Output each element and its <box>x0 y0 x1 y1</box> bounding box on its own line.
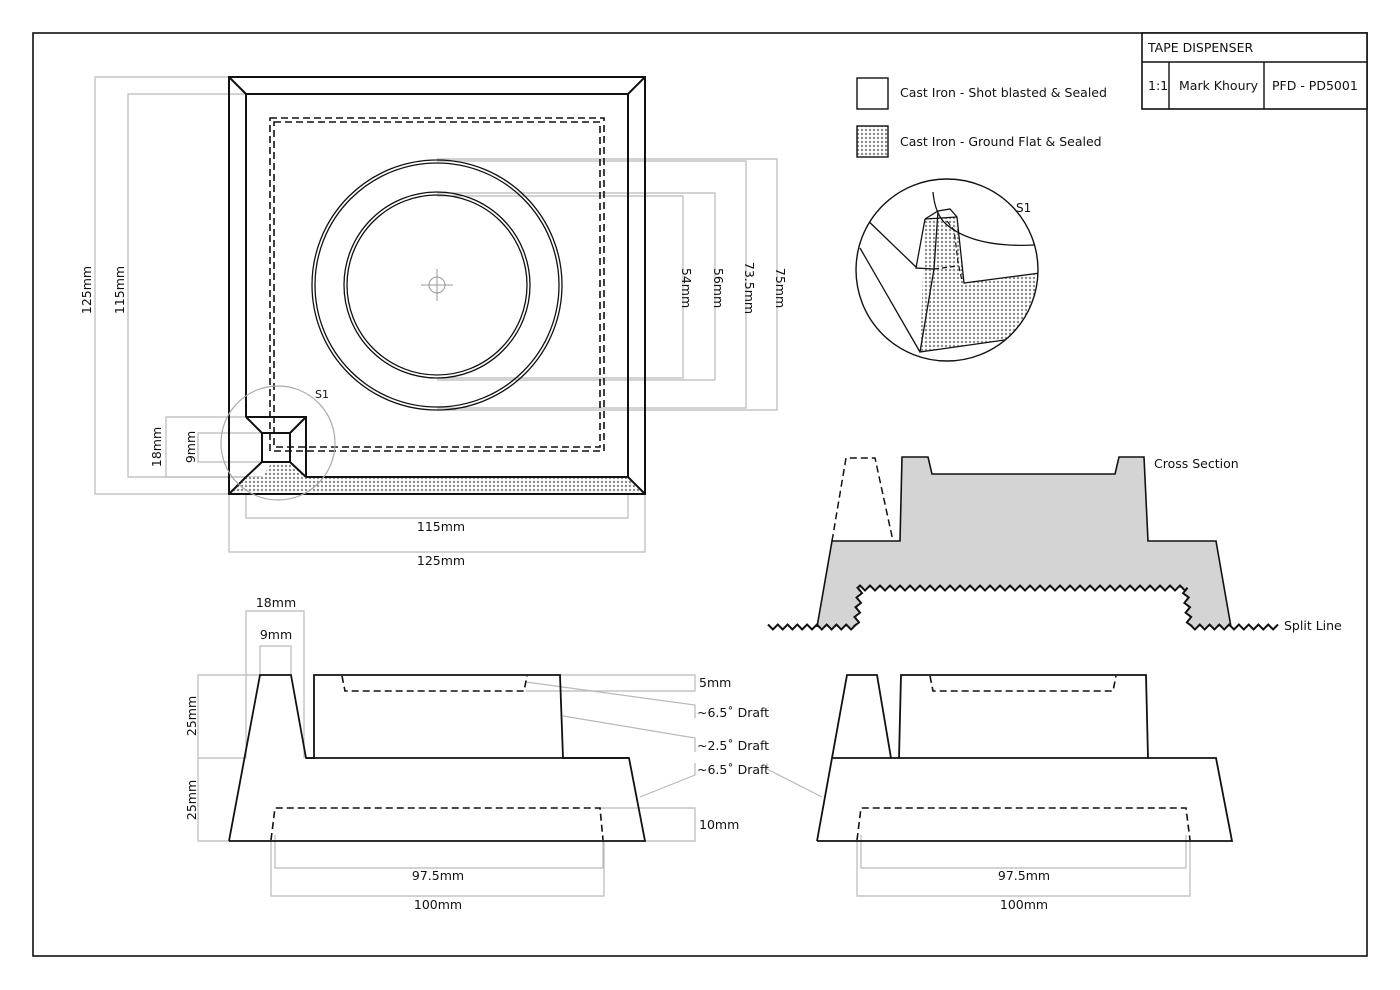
legend-swatch-dotted <box>856 125 889 158</box>
underside-recess-inner <box>273 121 601 448</box>
dim-75mm: 75mm <box>773 268 788 308</box>
detail-callout-circle <box>220 385 336 501</box>
side-dim-slot-outer: 18mm <box>256 595 296 610</box>
side-view-bottom-recess <box>270 807 604 841</box>
sheet-border <box>32 32 1368 957</box>
dim-73-5mm: 73.5mm <box>742 262 757 314</box>
cross-section-title: Cross Section <box>1154 456 1239 471</box>
dim-56mm: 56mm <box>711 268 726 308</box>
dim-slot-outer: 18mm <box>149 427 164 467</box>
underside-recess-outer <box>269 117 605 452</box>
front-dim-inner-length: 97.5mm <box>998 868 1050 883</box>
side-view-dimension-lines <box>197 610 823 897</box>
split-line-label: Split Line <box>1284 618 1342 633</box>
tape-slot <box>245 416 307 478</box>
legend-label-shot-blasted: Cast Iron - Shot blasted & Sealed <box>900 85 1107 100</box>
drawing-title: TAPE DISPENSER <box>1147 40 1253 55</box>
top-view: S1 125mm 115mm 18mm 9mm 115mm 125mm 54mm… <box>79 76 788 568</box>
side-dim-inner-length: 97.5mm <box>412 868 464 883</box>
dim-outer-height: 125mm <box>79 266 94 314</box>
dim-inner-height: 115mm <box>112 266 127 314</box>
dim-inner-width: 115mm <box>417 519 465 534</box>
detail-view-s1: S1 <box>855 178 1039 362</box>
side-dim-outer-length: 100mm <box>414 897 462 912</box>
side-dim-upper-height: 25mm <box>184 696 199 736</box>
dim-outer-width: 125mm <box>417 553 465 568</box>
front-view-bottom-recess <box>856 807 1191 841</box>
front-view-tab <box>831 674 892 759</box>
side-dim-lower-height: 25mm <box>184 780 199 820</box>
front-view-base <box>816 757 1234 842</box>
side-dim-draft-1: ~6.5˚ Draft <box>697 705 769 720</box>
side-view-body <box>228 674 647 842</box>
side-dim-draft-3: ~6.5˚ Draft <box>697 762 769 777</box>
drawing-author: Mark Khoury <box>1179 78 1259 93</box>
ghost-tab-outline <box>831 457 894 542</box>
material-legend: Cast Iron - Shot blasted & Sealed Cast I… <box>856 77 1107 158</box>
detail-callout-label: S1 <box>315 388 329 401</box>
drawing-number: PFD - PD5001 <box>1272 78 1358 93</box>
legend-label-ground-flat: Cast Iron - Ground Flat & Sealed <box>900 134 1102 149</box>
detail-view-label: S1 <box>1016 201 1031 215</box>
side-dim-draft-2: ~2.5˚ Draft <box>697 738 769 753</box>
side-dim-recess-bottom: 10mm <box>699 817 739 832</box>
outer-frame <box>228 76 646 495</box>
cross-section-view: Cross Section Split Line <box>767 456 1342 633</box>
side-view-top-recess <box>341 675 528 692</box>
side-dim-recess-top: 5mm <box>699 675 731 690</box>
legend-swatch-plain <box>856 77 889 110</box>
inner-frame <box>245 93 629 478</box>
front-view: 97.5mm 100mm <box>816 674 1234 912</box>
tape-hub-rings <box>311 159 563 411</box>
front-view-hub <box>898 674 1149 759</box>
front-dim-outer-length: 100mm <box>1000 897 1048 912</box>
side-view: 18mm 9mm 25mm 25mm 5mm ~6.5˚ Draft ~2.5˚… <box>184 595 823 912</box>
cross-section-fill <box>817 457 1231 627</box>
side-dim-slot-inner: 9mm <box>260 627 292 642</box>
dim-54mm: 54mm <box>679 268 694 308</box>
center-mark-icon <box>421 269 453 301</box>
drawing-scale: 1:1 <box>1148 78 1168 93</box>
split-line <box>767 584 1279 631</box>
front-view-top-recess <box>929 675 1117 692</box>
dim-slot-inner: 9mm <box>183 431 198 463</box>
title-block: TAPE DISPENSER 1:1 Mark Khoury PFD - PD5… <box>1141 32 1368 110</box>
